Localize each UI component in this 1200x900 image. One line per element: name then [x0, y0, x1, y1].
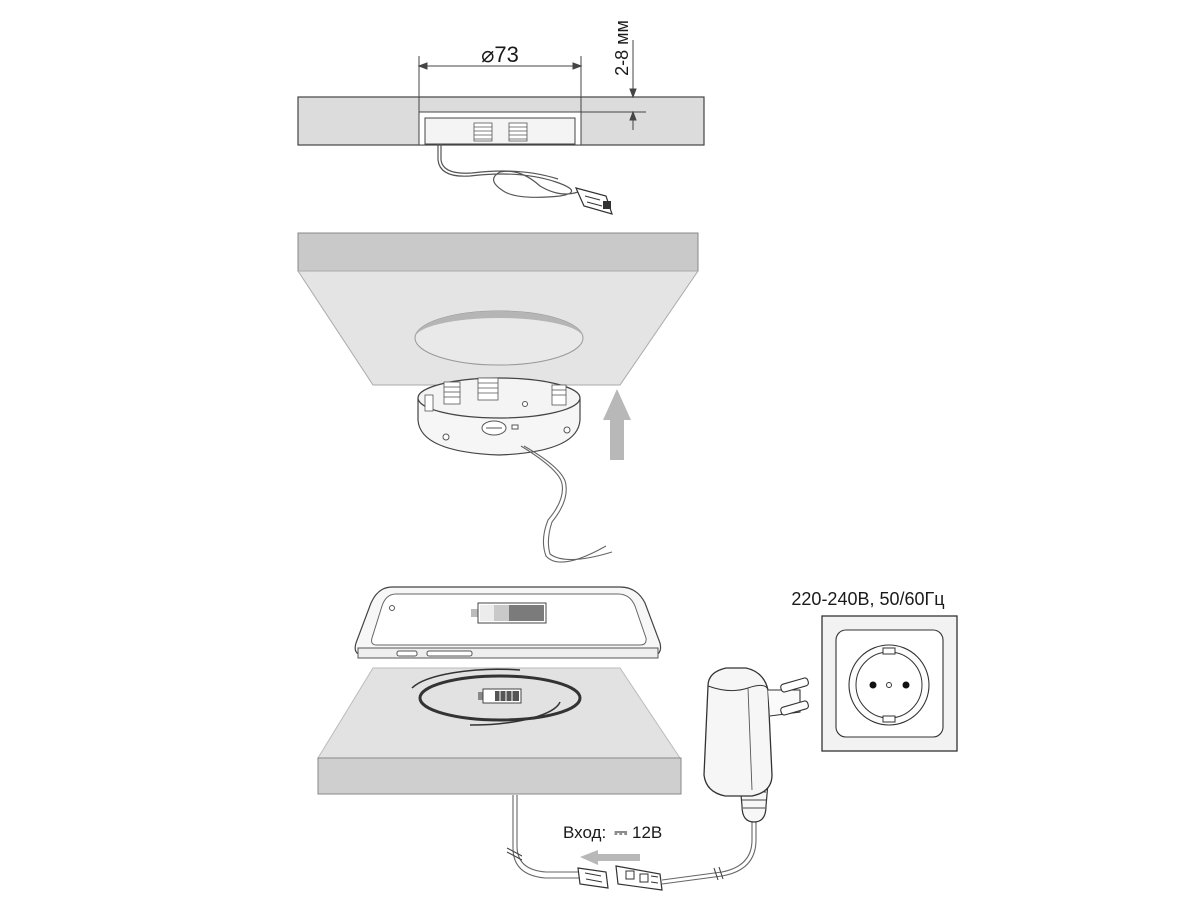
charging-surface — [317, 667, 682, 795]
diameter-label: ⌀73 — [481, 42, 519, 67]
diameter-dimension — [417, 56, 583, 112]
connector-socket-icon — [577, 867, 609, 889]
charging-battery-icon — [471, 602, 547, 624]
input-prefix-label: Вход: — [563, 823, 606, 842]
power-adapter-icon — [703, 667, 809, 823]
left-arrow-icon — [580, 850, 640, 865]
surface-battery-icon — [478, 688, 522, 704]
depth-label: 2-8 мм — [612, 20, 632, 76]
voltage-label: 220-240В, 50/60Гц — [791, 589, 944, 609]
panel-front-edge — [297, 232, 699, 272]
input-voltage-label: 12В — [632, 823, 662, 842]
cross-section-view: ⌀73 2-8 мм — [297, 20, 705, 215]
panel-bottom-view — [297, 232, 699, 386]
puck-cable — [437, 144, 579, 198]
upward-arrow-icon — [603, 389, 631, 460]
puck-lead-cable — [520, 445, 613, 563]
puck-vent-icon — [473, 122, 528, 142]
surface-front-edge — [317, 757, 682, 795]
recessed-puck — [424, 117, 576, 145]
adapter-plug-icon — [615, 865, 663, 891]
surface-top — [317, 667, 681, 759]
adapter-cable — [661, 812, 757, 885]
wireless-charger-puck-icon — [417, 377, 581, 456]
connector-plug-icon — [574, 187, 613, 215]
wall-socket-icon — [821, 615, 958, 752]
surface-cable — [506, 795, 580, 879]
dc-symbol-label: ⎓ — [614, 823, 628, 842]
smartphone-icon — [354, 586, 662, 659]
depth-dimension — [581, 40, 646, 130]
